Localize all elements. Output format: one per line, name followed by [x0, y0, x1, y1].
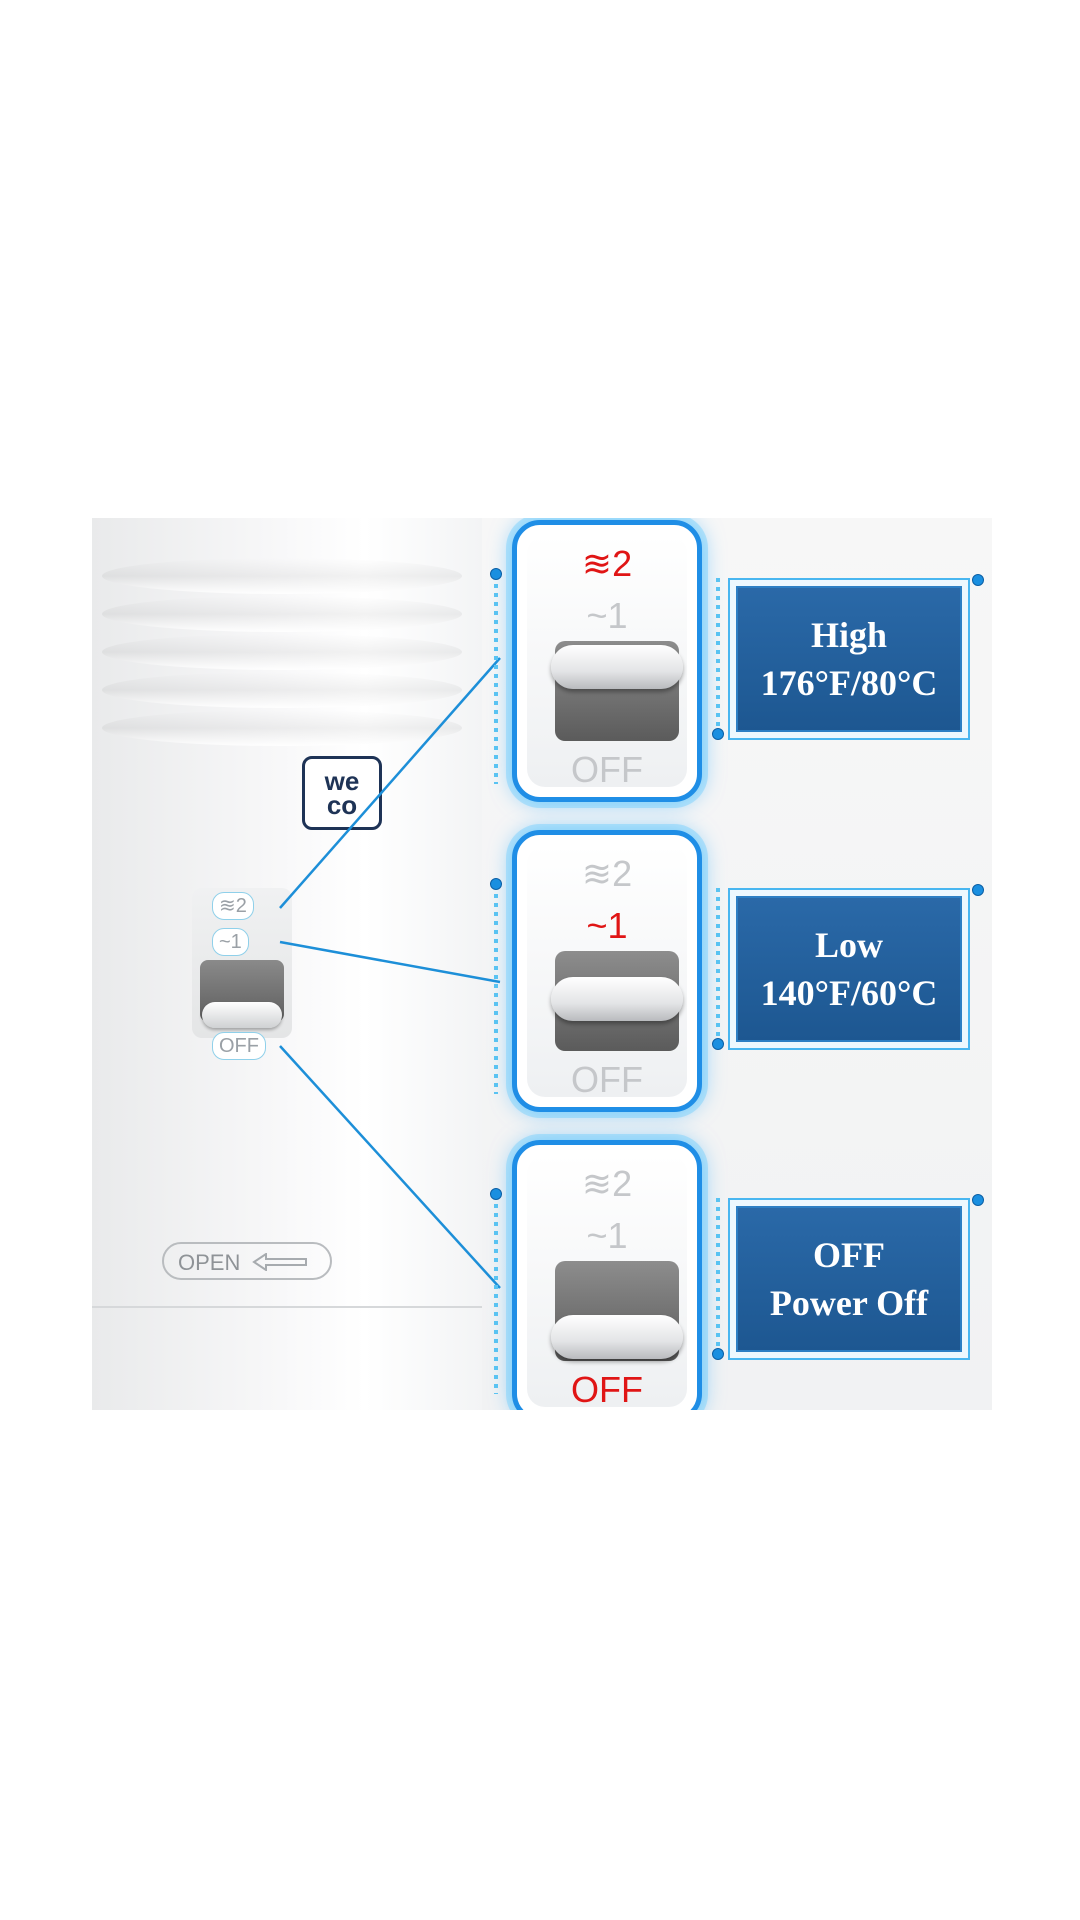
info-detail: 176°F/80°C	[760, 663, 938, 703]
circuit-trace	[494, 1204, 498, 1394]
arrow-left-icon	[252, 1245, 308, 1283]
card-label-off: OFF	[571, 1059, 643, 1100]
circuit-trace	[716, 1198, 720, 1348]
illustration-panel: we co ≋2 ~1 OFF OPEN ≋2	[92, 518, 992, 1410]
device-label-high: ≋2	[212, 892, 254, 920]
switch-card-high: ≋2 ~1 OFF	[512, 520, 702, 802]
device-label-low: ~1	[212, 928, 249, 956]
switch-card-off: ≋2 ~1 OFF	[512, 1140, 702, 1410]
circuit-dot	[972, 884, 984, 896]
card-label-low: ~1	[586, 905, 628, 946]
info-box-low: Low 140°F/60°C	[736, 896, 962, 1042]
switch-card-low: ≋2 ~1 OFF	[512, 830, 702, 1112]
card-label-high: ≋2	[581, 1163, 633, 1204]
device-switch-knob[interactable]	[202, 1002, 282, 1028]
device-label-off: OFF	[212, 1032, 266, 1060]
base-seam	[92, 1306, 482, 1308]
circuit-dot	[712, 1348, 724, 1360]
info-detail: Power Off	[769, 1283, 929, 1323]
info-box-high: High 176°F/80°C	[736, 586, 962, 732]
info-title: High	[810, 615, 888, 655]
info-title: OFF	[813, 1235, 885, 1275]
circuit-trace	[716, 888, 720, 1038]
circuit-dot	[490, 1188, 502, 1200]
card-switch-knob	[551, 645, 683, 689]
circuit-dot	[490, 878, 502, 890]
circuit-dot	[972, 1194, 984, 1206]
card-label-off: OFF	[571, 749, 643, 790]
circuit-dot	[972, 574, 984, 586]
circuit-dot	[712, 1038, 724, 1050]
info-box-off: OFF Power Off	[736, 1206, 962, 1352]
card-label-low: ~1	[586, 1215, 628, 1256]
callout-lines	[279, 657, 501, 1289]
open-button[interactable]: OPEN	[162, 1242, 332, 1280]
card-switch-knob	[551, 977, 683, 1021]
circuit-trace	[494, 584, 498, 784]
info-title: Low	[814, 925, 883, 965]
info-detail: 140°F/60°C	[760, 973, 938, 1013]
card-label-low: ~1	[586, 595, 628, 636]
card-label-high: ≋2	[581, 543, 633, 584]
card-label-high: ≋2	[581, 853, 633, 894]
card-switch-knob	[551, 1315, 683, 1359]
ribbed-top	[92, 518, 482, 748]
dryer-body: we co ≋2 ~1 OFF OPEN	[92, 518, 482, 1410]
circuit-trace	[716, 578, 720, 728]
card-label-off: OFF	[571, 1369, 643, 1410]
circuit-trace	[494, 894, 498, 1094]
circuit-dot	[712, 728, 724, 740]
circuit-dot	[490, 568, 502, 580]
open-label: OPEN	[178, 1250, 241, 1275]
